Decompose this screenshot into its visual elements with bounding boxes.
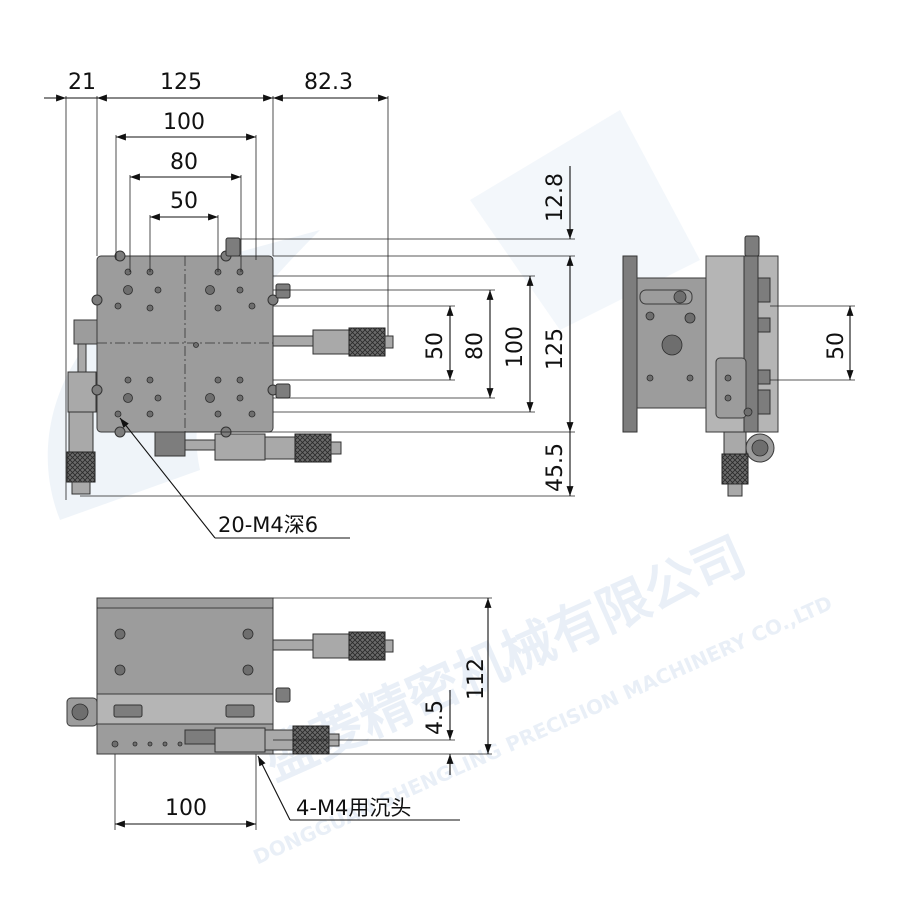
dim-45-5: 45.5 bbox=[543, 443, 568, 492]
dim-12-8: 12.8 bbox=[543, 173, 568, 222]
dim-80-holes: 80 bbox=[170, 150, 198, 175]
dim-50-vertical: 50 bbox=[423, 332, 448, 360]
mounting-holes bbox=[114, 268, 256, 418]
right-micrometer-spindle bbox=[272, 335, 314, 347]
right-micrometer-knurl bbox=[348, 327, 386, 357]
right-micrometer-cap bbox=[384, 335, 394, 349]
side-lock-knob bbox=[744, 235, 760, 257]
left-micrometer-spindle bbox=[77, 343, 87, 373]
front-view: 4-M4用沉头 112 4.5 100 bbox=[66, 597, 492, 830]
dim-112: 112 bbox=[464, 658, 489, 700]
front-lock-knob bbox=[275, 687, 291, 703]
left-micrometer-knurl bbox=[66, 451, 96, 483]
dim-50-side: 50 bbox=[824, 332, 849, 360]
note-holes-bottom: 4-M4用沉头 bbox=[296, 796, 411, 820]
front-slot-right bbox=[225, 704, 255, 718]
right-micrometer-sleeve bbox=[312, 329, 350, 355]
dim-125-vertical: 125 bbox=[543, 328, 568, 370]
bottom-micrometer-sleeve bbox=[214, 433, 266, 461]
lock-knob-upper bbox=[275, 283, 291, 299]
dim-50-holes: 50 bbox=[170, 189, 198, 214]
left-micrometer-sleeve bbox=[67, 371, 97, 413]
dim-100-front: 100 bbox=[165, 796, 207, 821]
side-left-flange bbox=[622, 255, 638, 433]
front-micrometer-upper-knurl bbox=[348, 631, 386, 661]
side-screws bbox=[757, 277, 771, 415]
front-slot-left bbox=[113, 704, 143, 718]
front-micrometer-upper-spindle bbox=[272, 639, 314, 651]
side-micrometer-knurl bbox=[721, 453, 749, 485]
bottom-micrometer-cap bbox=[330, 441, 342, 455]
dim-21: 21 bbox=[68, 70, 96, 95]
side-micrometer-sleeve bbox=[723, 431, 747, 455]
dim-125-width: 125 bbox=[160, 70, 202, 95]
side-micrometer-cap bbox=[727, 483, 743, 497]
front-micrometer-upper-cap bbox=[384, 639, 394, 653]
front-micrometer-upper-sleeve bbox=[312, 633, 350, 659]
side-bracket bbox=[715, 357, 747, 419]
lock-knob-top bbox=[225, 237, 241, 257]
front-upper-block bbox=[96, 597, 274, 695]
watermark-logo: 盛菱精密机械有限公司 DONGGUAN SHENGLING PRECISION … bbox=[47, 110, 836, 869]
dim-100-vertical: 100 bbox=[503, 326, 528, 368]
dim-4-5: 4.5 bbox=[423, 700, 448, 735]
left-micrometer-mount bbox=[73, 319, 99, 345]
bottom-micrometer-spindle bbox=[184, 439, 216, 451]
front-lower-carriage bbox=[184, 729, 216, 745]
side-view: 50 bbox=[622, 235, 855, 497]
dim-80-vertical: 80 bbox=[463, 332, 488, 360]
top-dimensions: 21 125 82.3 100 80 50 bbox=[44, 70, 389, 500]
front-base-holes bbox=[111, 740, 254, 748]
top-view: 20-M4深6 bbox=[66, 237, 394, 539]
lock-knob-lower bbox=[275, 383, 291, 399]
note-holes-top: 20-M4深6 bbox=[218, 513, 318, 537]
left-micrometer-cap bbox=[71, 481, 91, 495]
bottom-carriage-block bbox=[154, 429, 186, 457]
bottom-micrometer-knurl bbox=[294, 433, 332, 463]
left-micrometer-thimble bbox=[68, 411, 94, 453]
dim-100-holes: 100 bbox=[163, 110, 205, 135]
right-dimensions: 12.8 50 80 100 125 45.5 bbox=[80, 166, 575, 497]
dim-82-3: 82.3 bbox=[304, 70, 353, 95]
front-micrometer-lower-sleeve bbox=[214, 727, 266, 753]
bottom-micrometer-thimble bbox=[264, 436, 296, 460]
